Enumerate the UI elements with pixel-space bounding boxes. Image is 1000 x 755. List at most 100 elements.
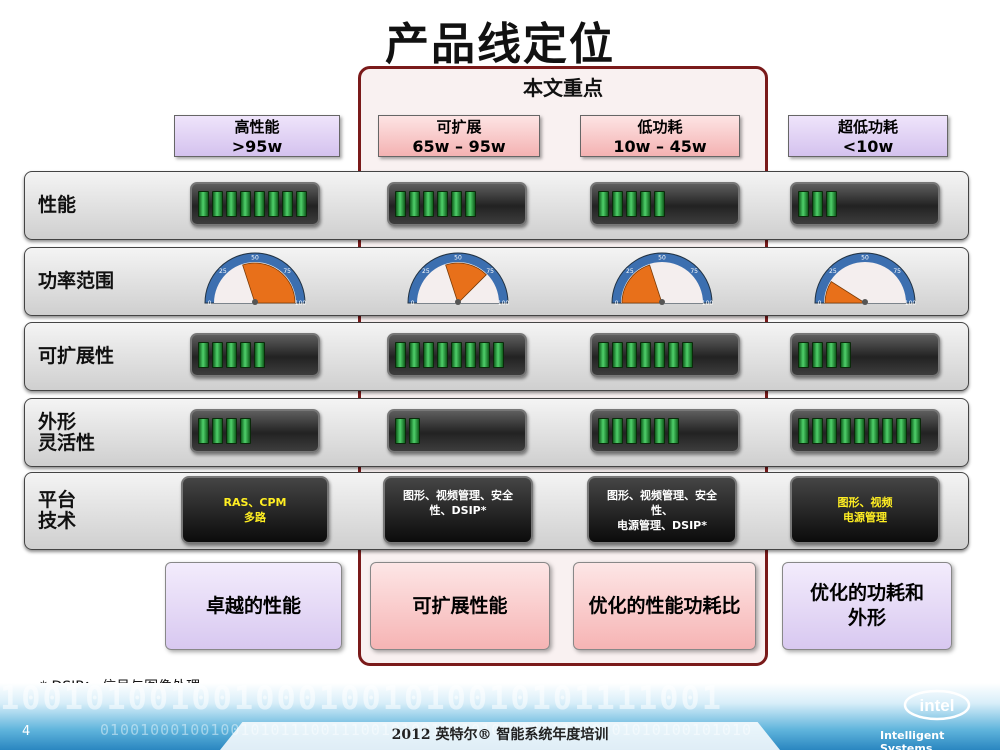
intel-logo-text: intel [920,696,955,715]
level-bar [790,332,940,377]
gauge-hub [862,299,868,305]
level-segment [812,417,823,444]
summary-box: 卓越的性能 [165,562,342,650]
row-label: 平台技术 [38,490,76,532]
level-segment [668,341,679,368]
gauge-tick-label: 100 [498,300,510,307]
page-number: 4 [22,724,31,739]
level-segment [598,190,609,217]
summary-line: 优化的性能功耗比 [588,594,741,617]
gauge-range-fill [242,262,296,304]
level-segment [868,417,879,444]
footer-band [220,722,780,750]
level-segment [812,190,823,217]
level-segment [812,341,823,368]
level-segment [198,341,209,368]
level-segment [254,190,265,217]
column-header: 高性能>95w [174,115,340,157]
level-segment [598,341,609,368]
gauge-range-fill [824,281,867,304]
level-segment [240,190,251,217]
column-power: 10w – 45w [613,137,707,156]
level-segment [654,341,665,368]
level-segment [826,190,837,217]
gauge-tick-label: 50 [658,255,666,262]
gauge-tick-label: 25 [626,268,634,275]
level-segment [840,341,851,368]
summary-line: 可扩展性能 [412,594,508,617]
row-label: 可扩展性 [38,345,115,367]
platform-tech-line: 图形、视频管理、安全 [403,489,513,502]
level-segment [896,417,907,444]
level-segment [451,341,462,368]
gauge-tick-label: 100 [295,300,307,307]
footer-text: 2012 英特尔® 智能系统年度培训 [391,727,609,743]
level-segment [640,341,651,368]
level-bar [387,408,527,453]
platform-tech-line: RAS、CPM [223,496,287,509]
level-segment [493,341,504,368]
row-label-line: 外形 [38,410,77,433]
level-segment [423,190,434,217]
platform-tech-line: 图形、视频 [837,496,893,509]
level-segment [798,341,809,368]
gauge-tick-label: 50 [251,255,259,262]
column-name: 超低功耗 [837,118,898,136]
level-bar [387,332,527,377]
gauge-hub [252,299,258,305]
summary-line: 优化的功耗和 [809,582,924,604]
gauge-tick-label: 75 [893,268,901,275]
platform-tech-box: 图形、视频管理、安全性、电源管理、DSIP* [587,476,737,544]
summary-box: 可扩展性能 [370,562,550,650]
summary-box: 优化的性能功耗比 [573,562,756,650]
gauge-hub [455,299,461,305]
row-label-line: 技术 [38,510,77,532]
column-power: <10w [842,137,894,156]
level-bar [790,181,940,226]
gauge-tick-label: 75 [486,268,494,275]
column-name: 高性能 [234,118,280,136]
level-segment [910,417,921,444]
level-segment [268,190,279,217]
level-segment [798,417,809,444]
level-segment [654,190,665,217]
level-segment [598,417,609,444]
level-segment [226,341,237,368]
platform-tech-line: 性、DSIP* [429,504,487,517]
level-segment [840,417,851,444]
level-segment [282,190,293,217]
gauge-tick-label: 50 [861,255,869,262]
level-segment [826,341,837,368]
gauge-tick-label: 0 [411,300,415,307]
gauge-tick-label: 50 [454,255,462,262]
gauge-tick-label: 0 [818,300,822,307]
level-bar [790,408,940,453]
level-bar [387,181,527,226]
column-power: 65w – 95w [412,137,506,156]
level-segment [296,190,307,217]
gauge-hub [659,299,665,305]
level-segment [254,341,265,368]
level-segment [409,417,420,444]
platform-tech-box: 图形、视频电源管理 [790,476,940,544]
level-segment [798,190,809,217]
gauge-range-fill [621,264,663,304]
platform-tech-text: 图形、视频管理、安全性、DSIP* [403,488,513,518]
level-segment [465,341,476,368]
level-segment [626,190,637,217]
level-segment [612,417,623,444]
level-bar [590,332,740,377]
gauge-tick-label: 0 [208,300,212,307]
level-bar [190,181,320,226]
level-bar [190,332,320,377]
row-label-line: 灵活性 [38,431,96,454]
intel-tagline: Intelligent Systems [880,729,945,755]
level-segment [437,341,448,368]
level-segment [668,417,679,444]
column-name: 可扩展 [436,118,482,136]
level-segment [226,417,237,444]
